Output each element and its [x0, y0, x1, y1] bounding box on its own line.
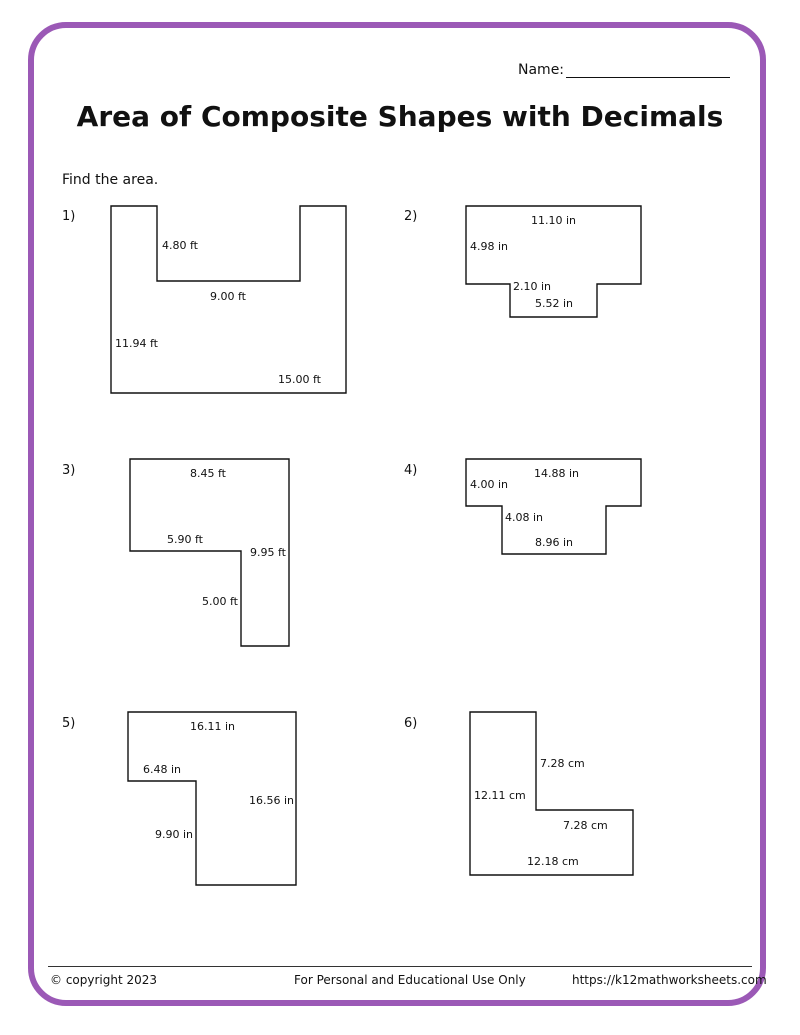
shape-2-label-a: 11.10 in	[531, 214, 576, 227]
shape-6-label-c: 7.28 cm	[563, 819, 608, 832]
shape-2-outline	[465, 205, 642, 318]
footer-usage: For Personal and Educational Use Only	[294, 973, 526, 987]
footer-url[interactable]: https://k12mathworksheets.com	[572, 973, 767, 987]
shape-4-label-b: 4.00 in	[470, 478, 508, 491]
shape-2-label-b: 4.98 in	[470, 240, 508, 253]
shape-4-outline	[465, 458, 642, 555]
instruction-text: Find the area.	[62, 172, 159, 188]
problem-3-number: 3)	[62, 463, 76, 478]
page-title: Area of Composite Shapes with Decimals	[76, 100, 724, 133]
problem-4-number: 4)	[404, 463, 418, 478]
footer-divider	[48, 966, 752, 967]
shape-4-label-c: 4.08 in	[505, 511, 543, 524]
shape-6-label-d: 12.18 cm	[527, 855, 579, 868]
shape-3-label-d: 5.00 ft	[202, 595, 239, 608]
page-border	[28, 22, 766, 1006]
shape-2-label-d: 5.52 in	[535, 297, 573, 310]
shape-6-label-a: 7.28 cm	[540, 757, 585, 770]
shape-1-label-b: 9.00 ft	[210, 290, 247, 303]
shape-5-label-a: 16.11 in	[190, 720, 235, 733]
problem-1-number: 1)	[62, 209, 76, 224]
shape-5-label-c: 16.56 in	[249, 794, 294, 807]
shape-4-label-a: 14.88 in	[534, 467, 579, 480]
problem-5-number: 5)	[62, 716, 76, 731]
name-field[interactable]: Name:	[518, 62, 731, 78]
shape-3-label-a: 8.45 ft	[190, 467, 227, 480]
shape-3-outline	[129, 458, 290, 647]
shape-6-label-b: 12.11 cm	[474, 789, 526, 802]
problem-2-number: 2)	[404, 209, 418, 224]
shape-1-label-a: 4.80 ft	[162, 239, 199, 252]
shape-2-label-c: 2.10 in	[513, 280, 551, 293]
shape-3-label-b: 5.90 ft	[167, 533, 204, 546]
shape-3-label-c: 9.95 ft	[250, 546, 287, 559]
name-blank-line[interactable]	[566, 63, 731, 78]
name-label: Name:	[518, 62, 565, 78]
shape-5-outline	[127, 711, 297, 886]
footer-copyright: © copyright 2023	[50, 973, 158, 987]
shape-4-label-d: 8.96 in	[535, 536, 573, 549]
shape-5-label-d: 9.90 in	[155, 828, 193, 841]
shape-1-outline	[110, 205, 347, 394]
shape-1-label-d: 15.00 ft	[278, 373, 322, 386]
shape-6-outline	[469, 711, 634, 876]
problem-6-number: 6)	[404, 716, 418, 731]
shape-1-label-c: 11.94 ft	[115, 337, 159, 350]
shape-5-label-b: 6.48 in	[143, 763, 181, 776]
